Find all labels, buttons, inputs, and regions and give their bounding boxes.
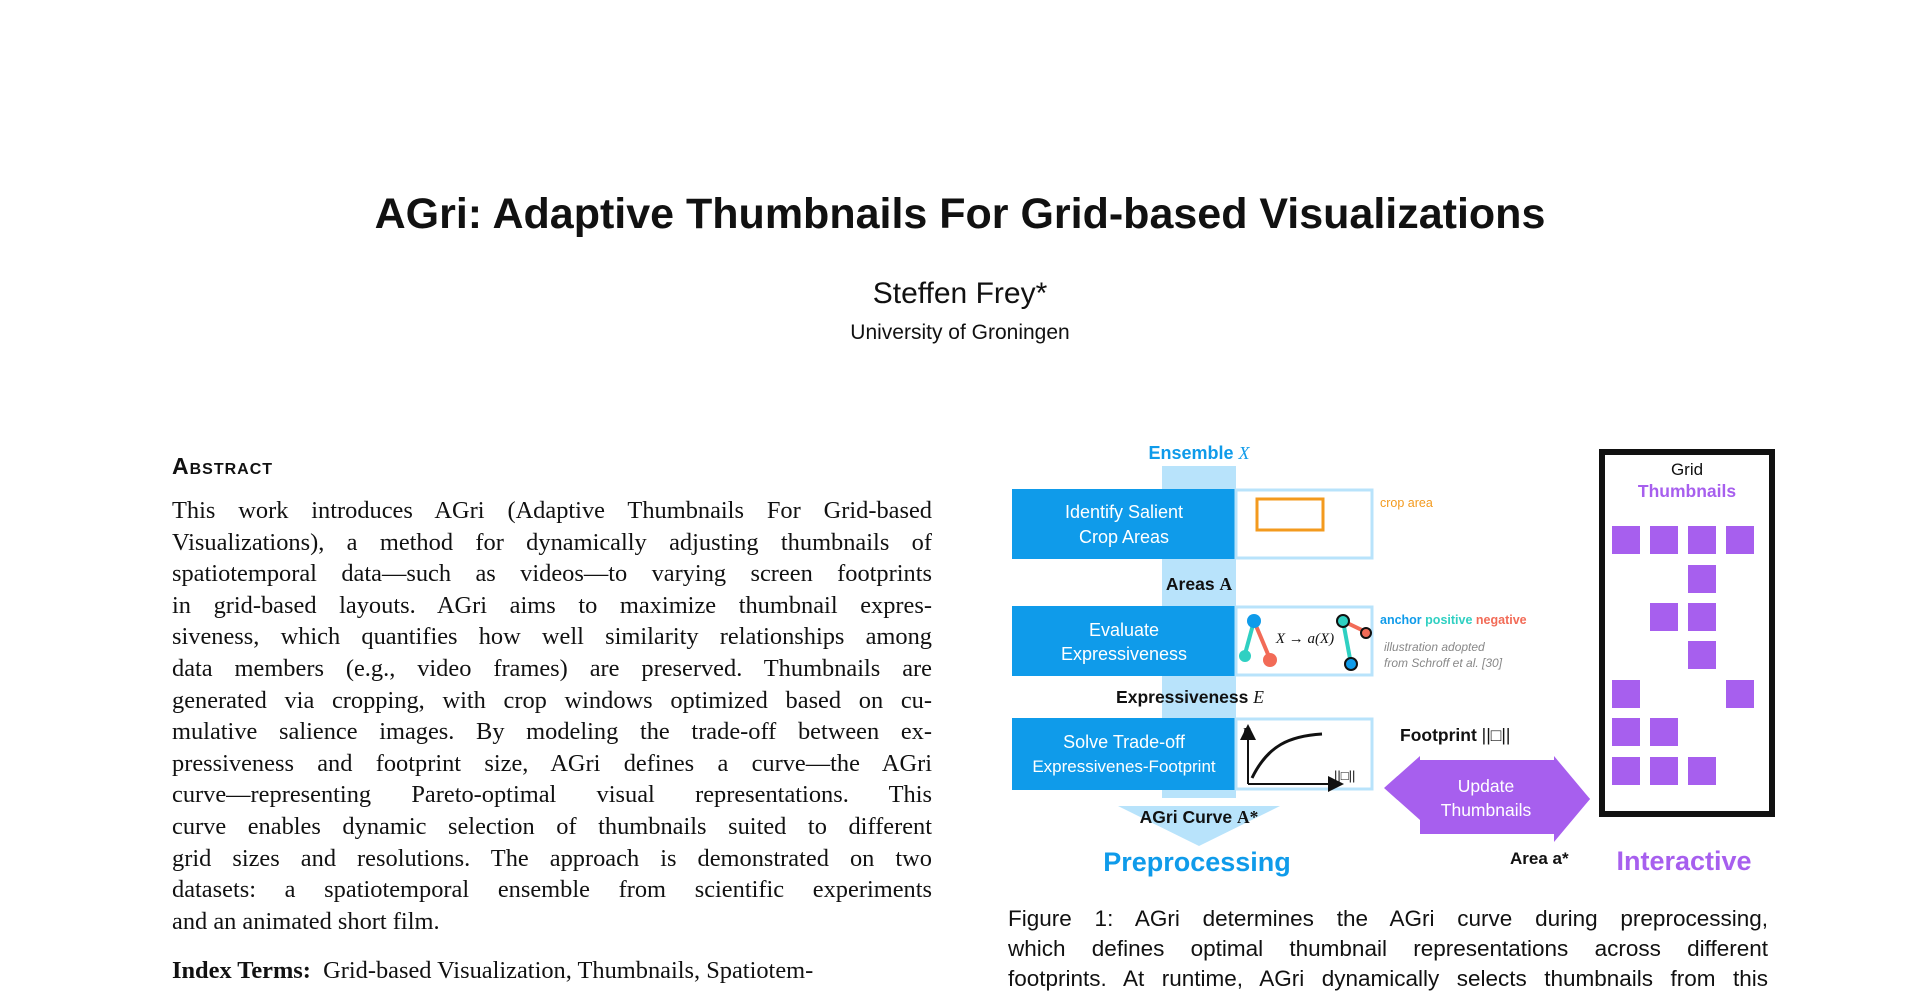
abstract-line: siveness, which quantifies how well simi… [172,623,932,651]
update-thumbnails-arrow-body [1384,756,1590,842]
thumbnail-cell[interactable] [1688,603,1716,631]
step-evaluate-box [1012,606,1236,676]
svg-text:E: E [1241,726,1251,741]
thumbnail-cell[interactable] [1650,526,1678,554]
crop-area-rect [1255,497,1325,532]
abstract-line: curve enables dynamic selection of thumb… [172,812,932,840]
thumbnail-cell[interactable] [1688,757,1716,785]
curve-illustration-box [1234,717,1374,791]
step-tradeoff-box [1012,718,1236,790]
preprocessing-label: Preprocessing [1103,847,1291,877]
agri-curve-plot: E ||□|| [1240,724,1355,792]
illustration-note-1: illustration adopted [1384,640,1485,654]
interactive-label: Interactive [1616,846,1751,876]
thumbnail-cell[interactable] [1688,565,1716,593]
thumbnail-cell[interactable] [1688,526,1716,554]
caption-line: footprints. At runtime, AGri dynamically… [1008,966,1768,991]
step-evaluate-line2: Expressiveness [1061,644,1187,664]
step-evaluate-line1: Evaluate [1089,620,1159,640]
thumbnail-cell[interactable] [1650,603,1678,631]
figure-caption: Figure 1: AGri determines the AGri curve… [1008,904,1768,994]
thumbnail-cell[interactable] [1726,526,1754,554]
thumbnail-cell[interactable] [1612,526,1640,554]
thumbnail-cell[interactable] [1650,718,1678,746]
thumbnail-cell[interactable] [1612,680,1640,708]
areas-label: Areas A [1166,574,1233,594]
agri-curve-label: AGri Curve A* [1140,807,1259,827]
crop-illustration-box [1234,488,1374,560]
anchor-legend: anchor positive negative [1380,613,1527,627]
author-name: Steffen Frey* [872,277,1048,310]
abstract-line: datasets: a spatiotemporal ensemble from… [172,876,932,904]
thumbnail-cell[interactable] [1726,680,1754,708]
step-identify-line2: Crop Areas [1079,527,1169,547]
abstract-line: in grid-based layouts. AGri aims to maxi… [172,591,932,619]
caption-line: which defines optimal thumbnail represen… [1008,936,1768,961]
caption-line: Figure 1: AGri determines the AGri curve… [1008,906,1768,931]
abstract-line: generated via cropping, with crop window… [172,686,932,714]
abstract-heading: Abstract [172,453,273,480]
grid-thumbnails [1612,526,1754,785]
step-tradeoff-line1: Solve Trade-off [1063,732,1186,752]
expressiveness-label: Expressiveness E [1116,687,1264,707]
abstract-line: This work introduces AGri (Adaptive Thum… [172,497,932,524]
abstract-line: curve—representing Pareto-optimal visual… [172,781,932,809]
grid-subtitle: Thumbnails [1638,481,1736,501]
update-label-1: Update [1458,776,1514,796]
svg-text:||□||: ||□|| [1334,768,1355,783]
illustration-note-2: from Schroff et al. [30] [1384,656,1503,670]
grid-title: Grid [1671,460,1703,479]
thumbnail-cell[interactable] [1612,757,1640,785]
grid-panel [1599,449,1775,817]
abstract-line: spatiotemporal data—such as videos—to va… [172,560,932,588]
triplet-illustration: X → a(X) [1239,614,1372,671]
area-a-label: Area a* [1510,849,1569,868]
abstract-line: pressiveness and footprint size, AGri de… [172,749,932,777]
step-identify-box [1012,489,1236,559]
abstract-line: Visualizations), a method for dynamicall… [172,528,932,556]
abstract-line: grid sizes and resolutions. The approach… [172,844,932,872]
svg-text:X → a(X): X → a(X) [1275,631,1334,647]
abstract-heading-text: Abstract [172,453,274,479]
step-tradeoff-line2: Expressivenes-Footprint [1032,757,1216,776]
thumbnail-cell[interactable] [1650,757,1678,785]
figure-1: Ensemble X Identify Salient Crop Areas c… [1012,443,1775,877]
thumbnail-cell[interactable] [1612,718,1640,746]
update-label-2: Thumbnails [1441,800,1532,820]
thumbnail-cell[interactable] [1688,641,1716,669]
footprint-label: Footprint ||□|| [1400,725,1510,745]
abstract-line: data members (e.g., video frames) are pr… [172,654,932,682]
step-identify-line1: Identify Salient [1065,502,1183,522]
abstract-line: mulative salience images. By modeling th… [172,718,932,746]
abstract-body: This work introduces AGri (Adaptive Thum… [172,495,932,937]
crop-area-label: crop area [1380,496,1433,510]
pipeline-arrow-head [1118,806,1280,846]
paper-title: AGri: Adaptive Thumbnails For Grid-based… [374,190,1546,238]
author-affiliation: University of Groningen [850,321,1070,344]
ensemble-label: Ensemble X [1148,443,1250,463]
abstract-line: and an animated short film. [172,907,440,935]
